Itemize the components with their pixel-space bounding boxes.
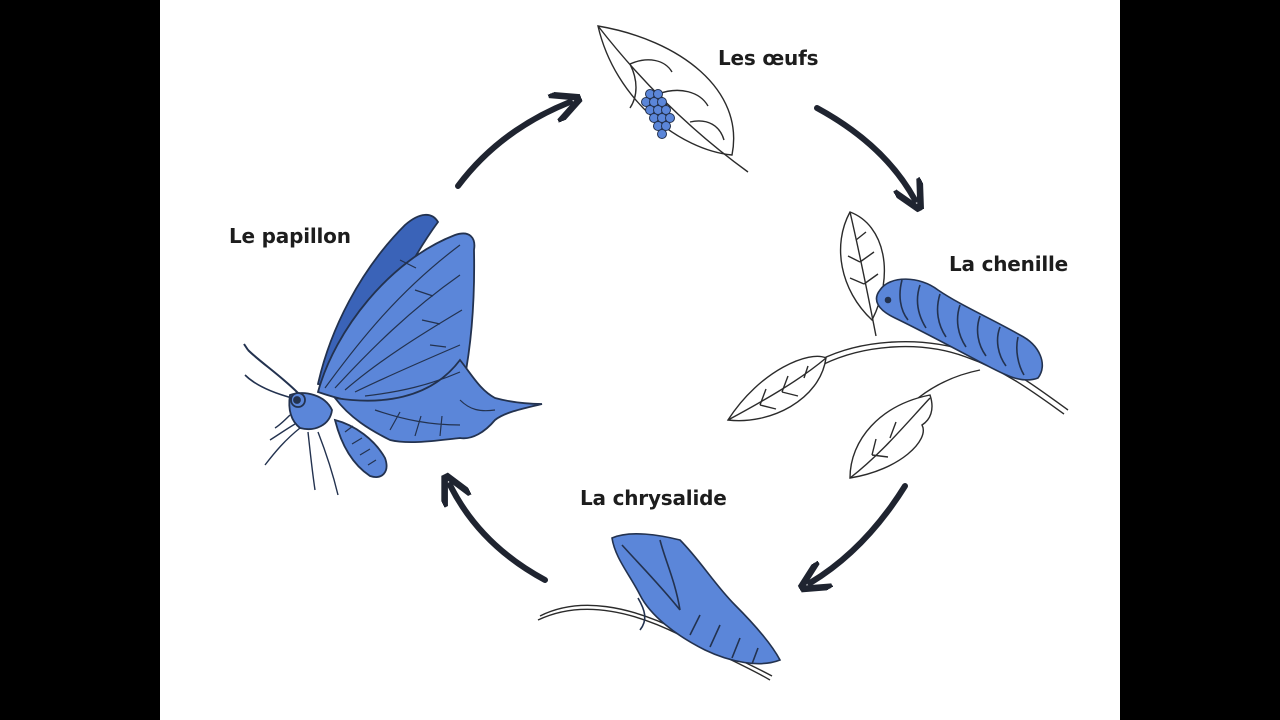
diagram-canvas [243, 25, 1069, 681]
butterfly-icon [243, 213, 543, 496]
chrysalis-on-twig-icon [537, 533, 782, 681]
arrow-chrysalis-to-butterfly [450, 485, 548, 583]
arrow-butterfly-to-eggs [455, 102, 570, 189]
caterpillar-on-branch-icon [726, 211, 1069, 479]
leaf-with-eggs-icon [597, 25, 749, 173]
label-chrysalis: La chrysalide [580, 486, 727, 510]
label-caterpillar: La chenille [949, 252, 1069, 276]
label-eggs: Les œufs [718, 46, 819, 70]
life-cycle-diagram: Les œufs La chenille La chrysalide Le pa… [160, 0, 1120, 720]
arrow-eggs-to-caterpillar [814, 105, 915, 200]
arrow-caterpillar-to-chrysalis [810, 483, 908, 583]
label-butterfly: Le papillon [229, 224, 351, 248]
